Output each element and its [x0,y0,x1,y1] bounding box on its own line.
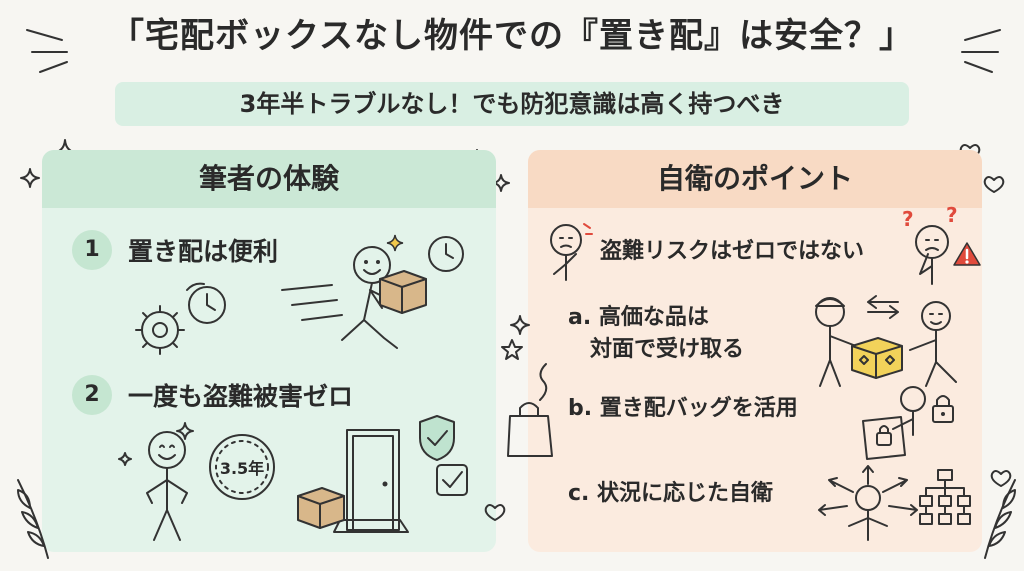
title-accent-left [26,29,68,73]
running-person-icon [281,246,398,349]
package-icon [379,270,427,314]
clock-icon [428,236,464,272]
sparkle-icon [492,174,510,192]
title-accent-right [961,29,1001,73]
sparkle-icon [176,422,194,440]
shield-check-icon [419,415,455,461]
svg-text:?: ? [902,207,914,231]
lock-icon [932,395,954,423]
point-b: b. 置き配バッグを活用 [568,396,798,421]
risk-statement: 盗難リスクはゼロではない [600,239,865,264]
page-title: 「宅配ボックスなし物件での『置き配』は安全？」 [110,16,914,56]
item-label: 置き配は便利 [128,237,279,266]
svg-text:?: ? [946,203,958,227]
subtitle-banner: 3年半トラブルなし！でも防犯意識は高く持つべき [115,82,909,126]
duration-label: 3.5年 [219,459,265,478]
clock-icon [186,282,226,324]
star-icon [501,339,523,360]
sparkle-icon [386,234,404,252]
options-person-icon [818,465,918,541]
heart-icon [990,470,1012,487]
happy-person-icon [146,431,188,541]
item-label: 一度も盗難被害ゼロ [128,382,354,411]
lock-bag-icon [862,386,926,460]
point-a-line1: a. 高価な品は [568,305,709,330]
sparkle-icon [510,315,530,335]
experience-heading: 筆者の体験 [42,150,496,208]
heart-icon [484,504,506,521]
experience-item-2: 2 一度も盗難被害ゼロ [72,375,353,415]
checkmark-icon [436,464,468,496]
door-icon [346,429,400,531]
doormat-icon [333,519,409,533]
handover-icon [815,295,957,387]
experience-item-1: 1 置き配は便利 [72,230,278,270]
leaf-icon [17,479,49,559]
point-c: c. 状況に応じた自衛 [568,481,774,506]
package-icon [851,337,903,379]
thinking-person-icon [550,223,593,281]
question-icon: ? ? [902,203,958,231]
package-icon [297,487,345,529]
decision-tree-icon [919,469,971,525]
worried-person-icon [915,225,949,285]
stopwatch-icon [209,434,275,500]
point-a-line2: 対面で受け取る [590,337,745,362]
sparkle-icon [118,452,132,466]
warning-icon [953,242,981,266]
item-number: 2 [72,375,112,415]
defense-heading: 自衛のポイント [528,150,982,208]
sparkle-icon [20,168,40,188]
leaf-icon [984,479,1016,559]
experience-panel: 筆者の体験 1 置き配は便利 2 一度も盗難被害ゼロ [42,150,496,552]
bag-icon [507,363,553,457]
defense-panel: 自衛のポイント 盗難リスクはゼロではない a. 高価な品は 対面で受け取る b.… [528,150,982,552]
item-number: 1 [72,230,112,270]
gear-icon [135,305,185,355]
